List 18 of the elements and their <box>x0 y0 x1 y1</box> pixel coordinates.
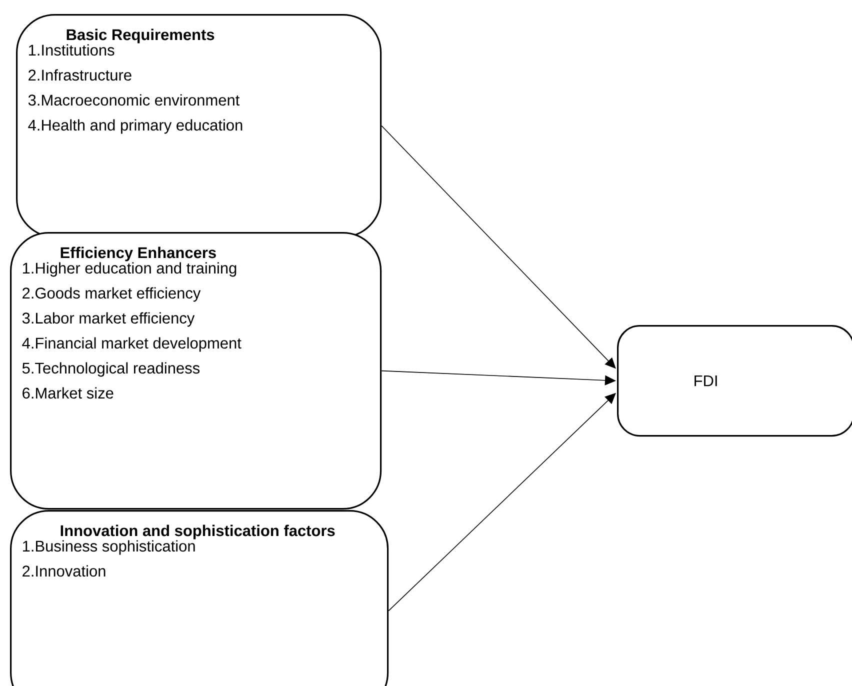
group-heading: Efficiency Enhancers <box>60 246 216 262</box>
group-heading: Basic Requirements <box>66 28 214 44</box>
list-item: 1.Business sophistication <box>22 540 195 555</box>
list-item: 3.Labor market efficiency <box>22 312 195 327</box>
outcome-box: FDI <box>617 325 852 437</box>
list-item: 4.Financial market development <box>22 337 242 352</box>
category-box <box>10 510 389 686</box>
list-item: 1.Higher education and training <box>22 262 236 277</box>
list-item: 3.Macroeconomic environment <box>28 94 240 106</box>
category-box <box>10 232 382 510</box>
list-item: 2.Goods market efficiency <box>22 287 201 302</box>
list-item: 4.Health and primary education <box>28 119 242 134</box>
list-item: 1.Institutions <box>28 44 114 56</box>
list-item: 2.Innovation <box>22 565 106 577</box>
list-item: 2.Infrastructure <box>28 69 132 81</box>
group-heading: Innovation and sophistication factors <box>60 524 335 540</box>
list-item: 5.Technological readiness <box>22 362 200 377</box>
list-item: 6.Market size <box>22 387 114 399</box>
